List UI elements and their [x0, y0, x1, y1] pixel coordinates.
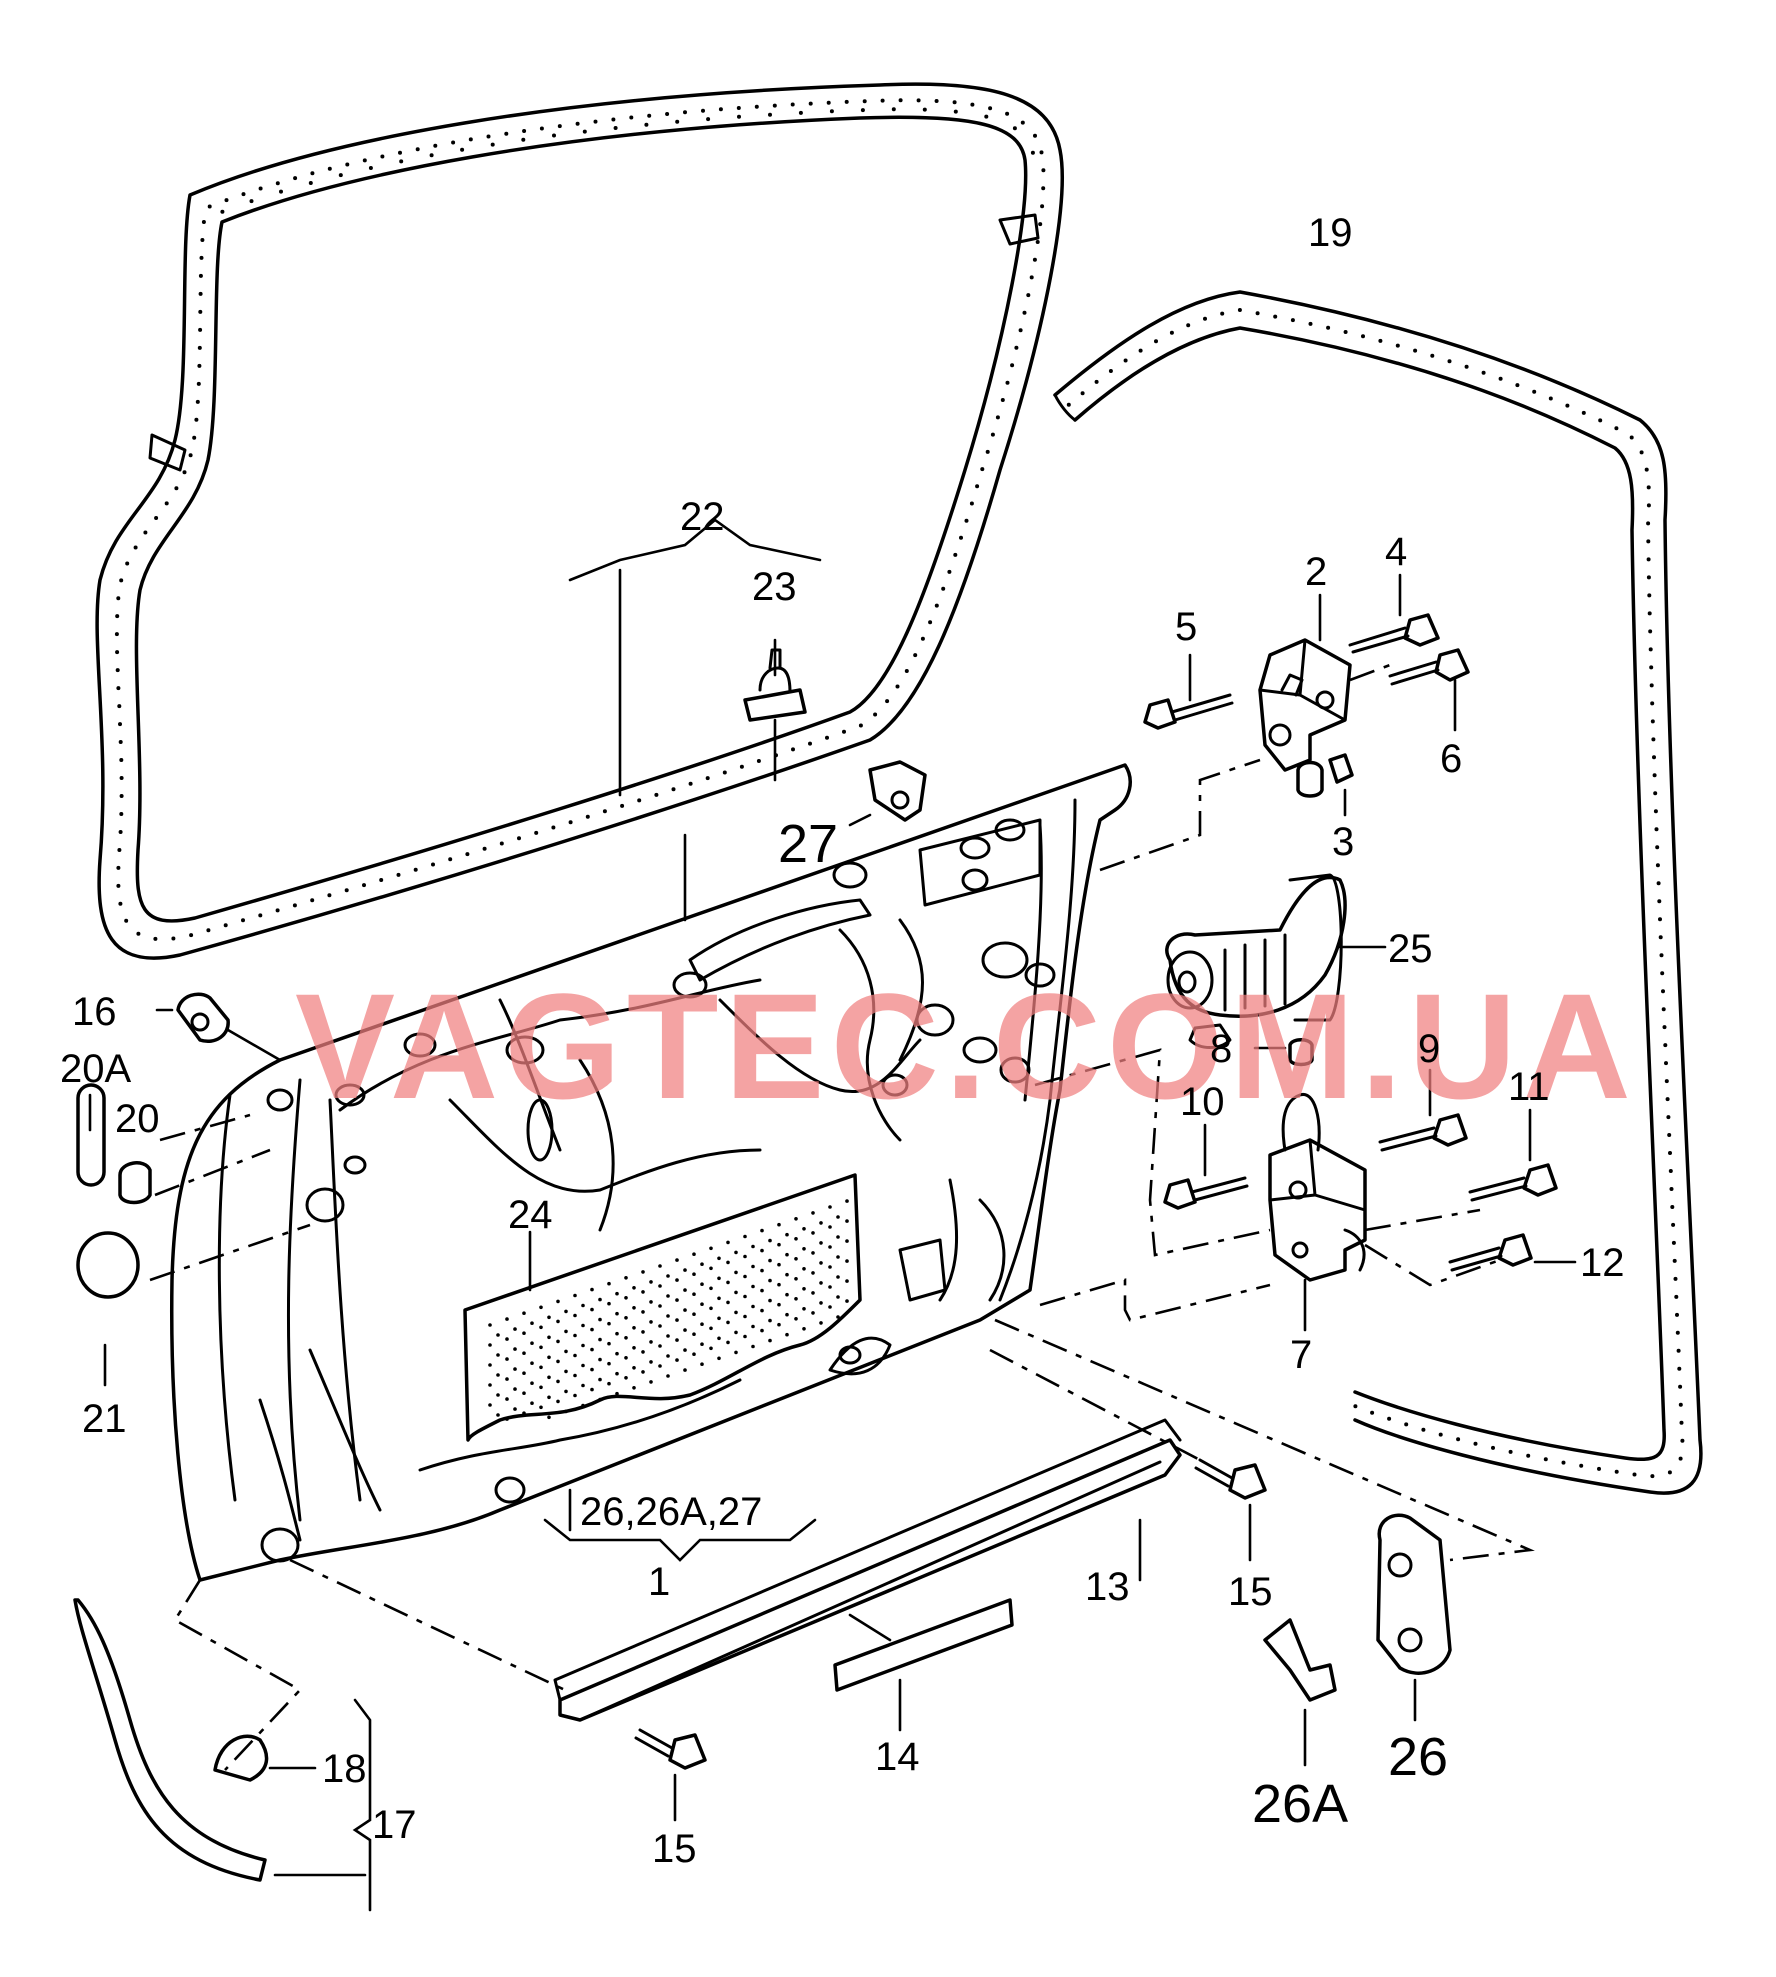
callout-20: 20 — [115, 1097, 160, 1141]
bolt-10 — [1163, 1176, 1249, 1210]
callout-6: 6 — [1440, 737, 1462, 781]
bolt-5 — [1143, 693, 1234, 730]
callout-2: 2 — [1305, 550, 1327, 594]
upper-hinge — [1258, 638, 1352, 772]
sill-strip — [553, 1418, 1182, 1722]
callout-21: 21 — [82, 1397, 127, 1441]
callout-22: 22 — [680, 495, 725, 539]
callout-7: 7 — [1290, 1333, 1312, 1377]
trim-17 — [73, 1598, 267, 1882]
leader-lines — [88, 518, 1577, 1912]
callout-8: 8 — [1210, 1027, 1232, 1071]
plug-20A — [76, 1083, 106, 1187]
dashed-lines — [149, 663, 1535, 1771]
callout-25: 25 — [1388, 927, 1433, 971]
callout-13: 13 — [1085, 1565, 1130, 1609]
window-frame-seal — [95, 82, 1064, 960]
callout-1: 1 — [648, 1560, 670, 1604]
clip-23 — [743, 648, 807, 722]
wiring-grommet — [1165, 873, 1347, 1049]
watermark: VAGTEC.COM.UA — [295, 962, 1637, 1130]
bolt-12 — [1448, 1233, 1533, 1272]
bolt-9 — [1378, 1113, 1468, 1152]
hinge-bolt-3 — [1296, 760, 1324, 798]
insulation-pad — [463, 1173, 862, 1442]
callout-18: 18 — [322, 1747, 367, 1791]
callout-15-upper: 15 — [1228, 1570, 1273, 1614]
callout-11: 11 — [1508, 1065, 1550, 1109]
callout-26: 26 — [1388, 1727, 1448, 1787]
cap-21 — [76, 1231, 140, 1299]
callout-16: 16 — [72, 990, 117, 1034]
clip-16 — [176, 992, 230, 1043]
callout-3: 3 — [1332, 820, 1354, 864]
callout-labels: 1 2 3 4 5 6 7 8 9 10 11 12 13 14 15 15 1… — [60, 211, 1625, 1871]
callout-24: 24 — [508, 1193, 553, 1237]
callout-10: 10 — [1180, 1080, 1225, 1124]
upper-hinge-pin — [1328, 753, 1354, 784]
callout-19: 19 — [1308, 211, 1353, 255]
clip-18 — [213, 1734, 269, 1782]
callout-4: 4 — [1385, 530, 1407, 574]
callout-14: 14 — [875, 1735, 920, 1779]
bolt-11 — [1468, 1163, 1558, 1202]
lower-hinge — [1268, 1093, 1367, 1282]
callout-5: 5 — [1175, 605, 1197, 649]
callout-17: 17 — [372, 1803, 417, 1847]
callout-23: 23 — [752, 565, 797, 609]
bracket-26 — [1376, 1513, 1452, 1675]
door-inner-panel — [170, 763, 1132, 1582]
clip-26A — [1263, 1618, 1337, 1702]
callout-26A: 26A — [1252, 1774, 1348, 1834]
callout-26-26A-27: 26,26A,27 — [580, 1490, 762, 1534]
door-seal — [1053, 290, 1703, 1495]
bolt-4 — [1348, 613, 1440, 654]
bolt-15-lower — [634, 1728, 707, 1770]
bolt-15-upper — [1194, 1458, 1267, 1500]
callout-27: 27 — [778, 814, 838, 874]
label-strip — [833, 1598, 1014, 1692]
callout-12: 12 — [1580, 1241, 1625, 1285]
callout-15-lower: 15 — [652, 1827, 697, 1871]
callout-20A: 20A — [60, 1047, 131, 1091]
callout-9: 9 — [1418, 1027, 1440, 1071]
plug-20 — [118, 1161, 152, 1205]
plate-27 — [868, 760, 927, 822]
bolt-6 — [1388, 648, 1470, 686]
pin-8 — [1288, 1038, 1314, 1067]
